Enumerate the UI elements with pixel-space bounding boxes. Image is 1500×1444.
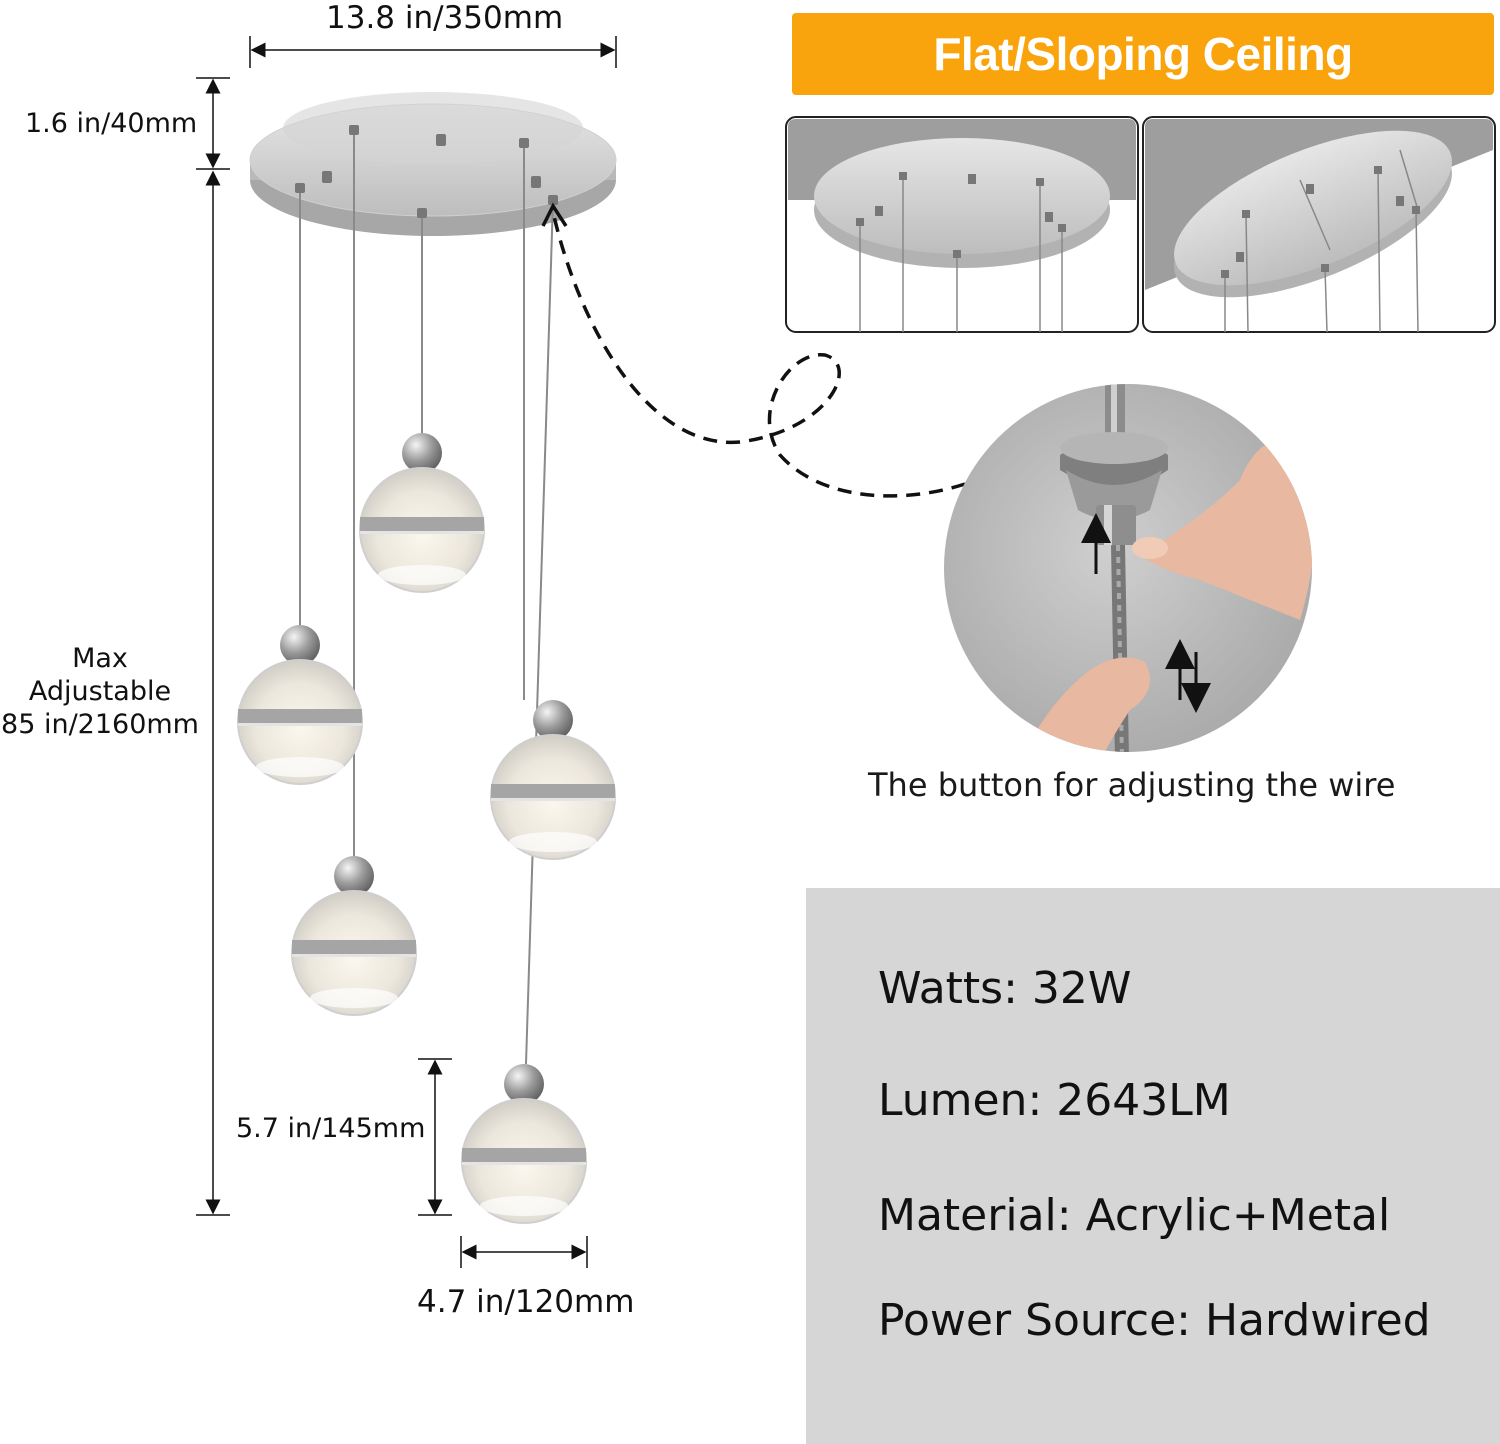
canopy-screws xyxy=(295,125,558,218)
banner-title: Flat/Sloping Ceiling xyxy=(933,28,1353,80)
shade-height-dimension xyxy=(418,1058,452,1216)
max-adjustable-line-3: 85 in/2160mm xyxy=(1,709,199,740)
canopy-width-dimension xyxy=(249,36,617,68)
spec-watts-value: 32W xyxy=(1031,963,1132,1014)
canopy-height-label: 1.6 in/40mm xyxy=(25,108,198,139)
shade-width-dimension xyxy=(460,1236,588,1268)
wire-adjust-detail xyxy=(944,384,1312,752)
max-adjustable-line-1: Max xyxy=(72,643,128,674)
spec-material-value: Acrylic+Metal xyxy=(1085,1190,1391,1241)
pendant-shade-4 xyxy=(291,856,417,1016)
spec-watts: Watts: 32W xyxy=(878,963,1131,1014)
wire-adjust-caption: The button for adjusting the wire xyxy=(868,766,1396,804)
ceiling-type-banner: Flat/Sloping Ceiling xyxy=(792,13,1494,95)
shade-height-label: 5.7 in/145mm xyxy=(236,1113,426,1144)
callout-dashed-arrow xyxy=(541,202,966,498)
spec-power-source-label: Power Source: xyxy=(878,1295,1191,1346)
spec-power-source: Power Source: Hardwired xyxy=(878,1295,1431,1346)
spec-watts-label: Watts: xyxy=(878,963,1018,1014)
pendant-shade-1 xyxy=(359,433,485,593)
spec-panel: Watts: 32W Lumen: 2643LM Material: Acryl… xyxy=(806,888,1500,1444)
max-adjustable-label: Max Adjustable 85 in/2160mm xyxy=(0,642,200,741)
canopy-width-label: 13.8 in/350mm xyxy=(326,0,564,36)
spec-power-source-value: Hardwired xyxy=(1204,1295,1431,1346)
pendant-shade-3 xyxy=(490,700,616,860)
spec-material-label: Material: xyxy=(878,1190,1072,1241)
spec-lumen-label: Lumen: xyxy=(878,1075,1043,1126)
shade-width-label: 4.7 in/120mm xyxy=(417,1284,635,1320)
canopy-plate xyxy=(249,92,617,236)
spec-material: Material: Acrylic+Metal xyxy=(878,1190,1390,1241)
max-adjustable-dimension xyxy=(196,170,230,1216)
pendant-shades xyxy=(237,433,616,1224)
flat-ceiling-example xyxy=(785,116,1139,333)
sloping-ceiling-example xyxy=(1142,116,1496,333)
max-adjustable-line-2: Adjustable xyxy=(28,676,172,707)
canopy-height-dimension xyxy=(196,77,230,170)
spec-lumen: Lumen: 2643LM xyxy=(878,1075,1231,1126)
pendant-shade-5 xyxy=(461,1064,587,1224)
spec-lumen-value: 2643LM xyxy=(1056,1075,1231,1126)
pendant-shade-2 xyxy=(237,625,363,785)
